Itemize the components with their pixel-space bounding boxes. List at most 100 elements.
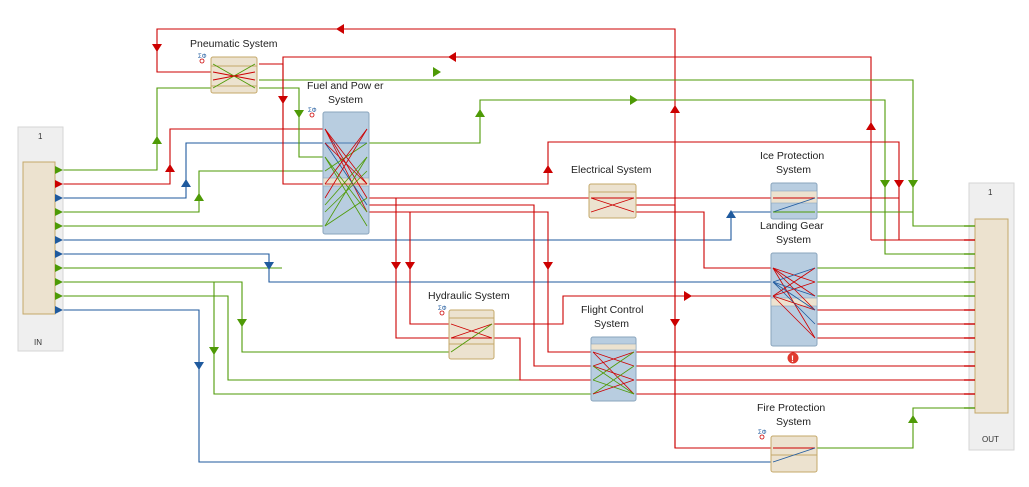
pneumatic-title: Pneumatic System <box>190 38 278 50</box>
out-port-pins <box>964 225 975 409</box>
svg-text:ΣΦ: ΣΦ <box>308 108 317 114</box>
arrow-up <box>908 415 918 423</box>
out-port-block[interactable] <box>974 218 1009 414</box>
arrow-up <box>152 136 162 144</box>
arrow-up <box>475 109 485 117</box>
electrical-title: Electrical System <box>571 164 652 176</box>
fuel-internal-wires <box>324 128 368 227</box>
arrow-down <box>264 262 274 270</box>
hydraulic-system-block[interactable]: Hydraulic System ΣΦ <box>428 290 510 360</box>
out-port-panel[interactable]: 1 OUT <box>964 182 1015 451</box>
arrow-down <box>278 96 288 104</box>
wire[interactable] <box>282 56 872 240</box>
wire[interactable] <box>62 281 591 395</box>
arrow-up <box>866 122 876 130</box>
wire[interactable] <box>494 337 591 381</box>
svg-text:ΣΦ: ΣΦ <box>198 54 207 60</box>
ice-outputs <box>817 197 913 213</box>
ice-title-line2: System <box>776 164 811 176</box>
fire-internal-wires <box>772 447 816 463</box>
arrow-down <box>670 319 680 327</box>
arrow-right <box>684 291 692 301</box>
arrow-down <box>152 44 162 52</box>
arrow-up <box>543 165 553 173</box>
signal-wires <box>62 28 964 463</box>
wire[interactable] <box>369 204 591 367</box>
arrow-left <box>336 24 344 34</box>
wire[interactable] <box>62 309 771 463</box>
in-port-arrows <box>55 166 63 314</box>
wire[interactable] <box>369 211 591 353</box>
arrow-down <box>391 262 401 270</box>
arrow-down <box>237 319 247 327</box>
arrow-down <box>294 110 304 118</box>
svg-text:ΣΦ: ΣΦ <box>438 306 447 312</box>
wire[interactable] <box>62 281 449 353</box>
ice-internal-wires <box>772 197 816 213</box>
arrow-left <box>448 52 456 62</box>
wire[interactable] <box>636 211 771 269</box>
wire[interactable] <box>817 407 964 449</box>
fuel-title-line1: Fuel and Pow er <box>307 80 384 92</box>
wire[interactable] <box>62 128 323 185</box>
landing-internal-wires <box>772 267 816 339</box>
arrow-down <box>194 362 204 370</box>
arrow-up <box>670 105 680 113</box>
fuel-power-system-block[interactable]: Fuel and Pow er System ΣΦ <box>307 80 384 235</box>
svg-text:ΣΦ: ΣΦ <box>758 430 767 436</box>
wire[interactable] <box>369 141 964 241</box>
wire-arrows <box>152 24 918 423</box>
hydraulic-internal-wires <box>450 323 493 353</box>
arrow-up <box>181 179 191 187</box>
error-glyph: ! <box>791 354 794 364</box>
in-port-label: IN <box>34 338 42 347</box>
arrow-down <box>209 347 219 355</box>
wire[interactable] <box>369 99 964 255</box>
arrow-up <box>165 164 175 172</box>
hydraulic-title: Hydraulic System <box>428 290 510 302</box>
wire[interactable] <box>62 87 211 171</box>
wire[interactable] <box>156 28 676 448</box>
fire-title-line1: Fire Protection <box>757 402 825 414</box>
electrical-outputs <box>636 197 771 449</box>
hydraulic-outputs <box>494 295 771 381</box>
flight-title-line1: Flight Control <box>581 304 643 316</box>
landing-outputs <box>817 267 964 339</box>
in-port-number: 1 <box>38 132 43 141</box>
ice-protection-system-block[interactable]: Ice Protection System <box>760 150 824 220</box>
flight-outputs <box>636 351 964 395</box>
ice-title-line1: Ice Protection <box>760 150 824 162</box>
wire[interactable] <box>62 142 323 199</box>
feedback-wires <box>156 28 964 448</box>
flight-control-system-block[interactable]: Flight Control System <box>581 304 643 402</box>
flight-internal-wires <box>592 351 635 395</box>
variant-icon: ΣΦ <box>308 108 317 118</box>
wire[interactable] <box>259 87 323 158</box>
arrow-down <box>543 262 553 270</box>
variant-icon: ΣΦ <box>198 54 207 64</box>
electrical-system-block[interactable]: Electrical System <box>571 164 652 219</box>
wire[interactable] <box>259 79 964 227</box>
fire-protection-system-block[interactable]: Fire Protection System ΣΦ <box>757 402 825 473</box>
arrow-right <box>433 67 441 77</box>
wire[interactable] <box>62 295 591 381</box>
arrow-up <box>726 210 736 218</box>
arrow-down <box>405 262 415 270</box>
pneumatic-internal-wires <box>212 63 256 89</box>
landing-title-line2: System <box>776 234 811 246</box>
error-icon[interactable]: ! <box>787 352 799 365</box>
in-port-panel[interactable]: 1 IN <box>17 126 64 352</box>
arrow-right <box>630 95 638 105</box>
wire[interactable] <box>494 295 771 325</box>
out-port-number: 1 <box>988 188 993 197</box>
pneumatic-system-block[interactable]: Pneumatic System ΣΦ <box>190 38 278 94</box>
arrow-down <box>908 180 918 188</box>
landing-gear-system-block[interactable]: Landing Gear System ! <box>760 220 824 364</box>
wire[interactable] <box>259 63 323 185</box>
in-port-block[interactable] <box>22 161 56 315</box>
electrical-internal-wires <box>590 197 635 213</box>
flight-title-line2: System <box>594 318 629 330</box>
wire[interactable] <box>62 170 323 213</box>
in-wires <box>62 87 771 463</box>
